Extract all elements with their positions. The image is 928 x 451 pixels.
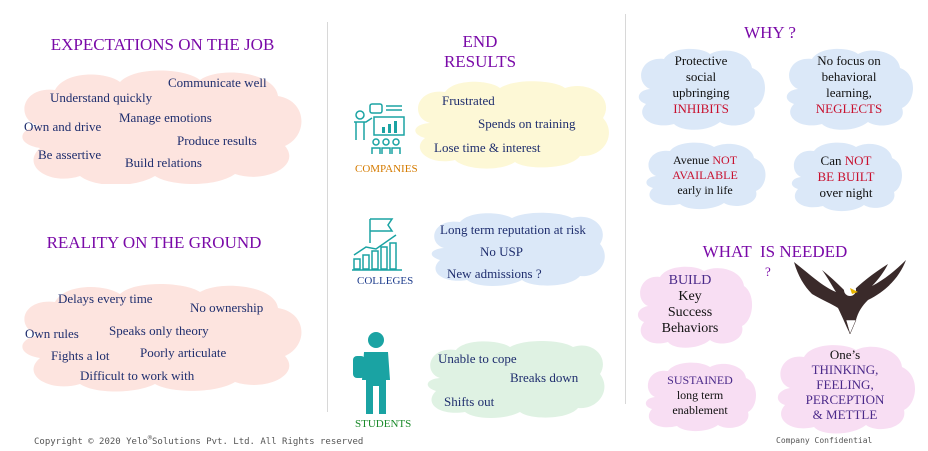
reality-item: Speaks only theory bbox=[109, 323, 209, 338]
expectation-item: Produce results bbox=[177, 133, 257, 148]
students-item: Shifts out bbox=[444, 394, 495, 409]
expectations-cloud bbox=[22, 70, 302, 184]
reality-item: Delays every time bbox=[58, 291, 153, 306]
colleges-label: COLLEGES bbox=[357, 275, 414, 287]
expectation-item: Build relations bbox=[125, 155, 202, 170]
students-item: Unable to cope bbox=[438, 351, 517, 366]
why-cloud-2 bbox=[786, 48, 913, 130]
eagle-icon bbox=[794, 260, 906, 335]
colleges-item: Long term reputation at risk bbox=[440, 222, 586, 237]
reality-item: Poorly articulate bbox=[140, 345, 227, 360]
needed-box-3: One’s THINKING, FEELING, PERCEPTION & ME… bbox=[805, 347, 885, 422]
companies-item: Frustrated bbox=[442, 93, 495, 108]
reality-item: No ownership bbox=[190, 300, 264, 315]
why-box-2: No focus on behavioral learning, NEGLECT… bbox=[815, 53, 883, 116]
expectations-title: EXPECTATIONS ON THE JOB bbox=[50, 35, 275, 54]
what-is-needed-qmark: ? bbox=[765, 264, 771, 279]
students-cloud bbox=[427, 340, 605, 418]
needed-cloud-2 bbox=[645, 362, 756, 432]
needed-box-1: BUILD Key Success Behaviors bbox=[661, 273, 719, 336]
reality-cloud bbox=[22, 284, 302, 392]
column-divider-left bbox=[327, 22, 328, 412]
students-label: STUDENTS bbox=[355, 418, 412, 430]
companies-label: COMPANIES bbox=[355, 163, 418, 175]
needed-cloud-1 bbox=[637, 266, 753, 348]
why-title: WHY ? bbox=[744, 23, 796, 42]
presentation-icon bbox=[354, 103, 405, 154]
why-box-1: Protective social upbringing INHIBITS bbox=[672, 53, 730, 116]
expectation-item: Manage emotions bbox=[119, 110, 212, 125]
expectation-item: Be assertive bbox=[38, 147, 102, 162]
confidential-text: Company Confidential bbox=[776, 436, 873, 445]
why-cloud-1 bbox=[638, 48, 765, 130]
reality-item: Own rules bbox=[25, 326, 79, 341]
why-cloud-4 bbox=[791, 142, 902, 212]
needed-cloud-3 bbox=[777, 345, 915, 434]
companies-item: Lose time & interest bbox=[434, 140, 541, 155]
expectation-item: Communicate well bbox=[168, 75, 267, 90]
why-box-3: Avenue NOT AVAILABLE early in life bbox=[672, 153, 738, 197]
expectation-item: Own and drive bbox=[24, 119, 102, 134]
colleges-item: No USP bbox=[480, 244, 523, 259]
copyright-text: Copyright © 2020 Yelo®Solutions Pvt. Ltd… bbox=[34, 434, 364, 447]
column-divider-right bbox=[625, 14, 626, 404]
reality-item: Difficult to work with bbox=[80, 368, 195, 383]
why-box-4: Can NOT BE BUILT over night bbox=[817, 153, 875, 200]
needed-box-2: SUSTAINED long term enablement bbox=[667, 373, 733, 417]
reality-item: Fights a lot bbox=[51, 348, 110, 363]
students-item: Breaks down bbox=[510, 370, 579, 385]
growth-chart-icon bbox=[352, 218, 402, 271]
colleges-cloud bbox=[431, 212, 605, 286]
reality-title: REALITY ON THE GROUND bbox=[46, 233, 262, 252]
why-cloud-3 bbox=[646, 142, 766, 210]
companies-item: Spends on training bbox=[478, 116, 576, 131]
expectation-item: Understand quickly bbox=[50, 90, 153, 105]
what-is-needed-title: WHAT IS NEEDED bbox=[702, 242, 848, 261]
colleges-item: New admissions ? bbox=[447, 266, 542, 281]
student-icon bbox=[353, 332, 390, 414]
companies-cloud bbox=[415, 81, 609, 169]
end-results-title: END RESULTS bbox=[443, 32, 517, 71]
